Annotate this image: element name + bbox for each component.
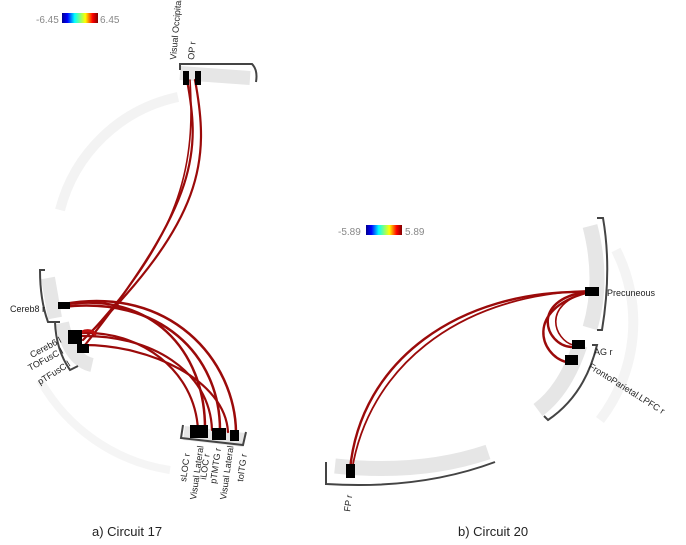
label-cereb8-r: Cereb8 r <box>10 304 45 314</box>
link-op-tofusc <box>81 78 203 342</box>
link-precuneous-fp-2 <box>351 290 586 471</box>
link-ptfusc-iloc <box>82 343 230 434</box>
node-ptfusc-l <box>77 344 89 353</box>
bracket-temporal <box>53 321 79 372</box>
ring-segment-cerebellum <box>41 276 62 320</box>
label-ptmtg-r: pTMTG r <box>208 447 223 484</box>
node-toitg-r <box>230 430 239 441</box>
label-sloc-r: sLOC r <box>178 453 192 483</box>
colorbar-a-min: -6.45 <box>36 15 59 26</box>
link-tofusc-ptmtg <box>80 334 214 432</box>
link-precuneous-ag-2 <box>555 291 589 346</box>
node-fp-r <box>346 464 355 478</box>
panel-b: -5.89 5.89 Precuneous AG r FrontoParieta… <box>325 217 666 539</box>
caption-a: a) Circuit 17 <box>92 524 162 539</box>
links-circuit-20 <box>348 290 589 472</box>
links-circuit-17 <box>60 78 238 434</box>
link-precuneous-fp <box>348 290 587 472</box>
label-op-r: OP r <box>186 41 198 60</box>
colorbar-a <box>62 13 98 23</box>
node-op-r-1 <box>183 71 189 85</box>
link-cereb8-toitg <box>62 299 238 434</box>
faint-ring-a-1 <box>55 92 180 212</box>
colorbar-a-max: 6.45 <box>100 15 120 26</box>
link-cereb6-local <box>80 329 97 336</box>
node-op-r-2 <box>195 71 201 85</box>
bracket-visual-lateral <box>179 424 247 447</box>
colorbar-b-min: -5.89 <box>338 227 361 238</box>
label-iloc-r: iLOC r <box>198 453 212 480</box>
colorbar-b <box>366 225 402 235</box>
colorbar-b-max: 5.89 <box>405 227 425 238</box>
bracket-frontoparietal <box>543 344 599 422</box>
label-precuneous: Precuneous <box>607 288 656 298</box>
faint-ring-b <box>596 247 639 424</box>
ring-segment-temporal <box>55 321 95 372</box>
caption-b: b) Circuit 20 <box>458 524 528 539</box>
label-ag-r: AG r <box>594 347 613 357</box>
label-visual-occipital: Visual Occipital <box>168 0 183 60</box>
bracket-cerebellum <box>38 269 54 323</box>
ring-segment-precuneous <box>582 224 605 331</box>
node-cereb8-r <box>58 302 70 309</box>
faint-ring-a-2 <box>36 378 171 474</box>
node-sloc-r <box>190 425 208 438</box>
link-tofusc-sloc <box>78 331 200 432</box>
link-cereb8-sloc <box>60 301 207 430</box>
node-iloc-r <box>212 428 226 440</box>
node-cereb6-l <box>68 330 82 344</box>
node-ag-r <box>572 340 585 349</box>
link-op-cereb6 <box>89 79 192 334</box>
node-frontoparietal-lpfc-r <box>565 355 578 365</box>
ring-segment-frontoparietal <box>533 342 588 417</box>
panel-a: -6.45 6.45 <box>10 0 258 539</box>
bracket-precuneous <box>597 217 609 331</box>
label-toitg-r: toITG r <box>235 453 249 482</box>
link-precuneous-ag <box>546 290 588 349</box>
bracket-visual-occipital <box>179 63 258 83</box>
bracket-fp <box>325 461 496 487</box>
node-precuneous <box>585 287 599 296</box>
ring-segment-fp <box>334 444 491 477</box>
label-fp-r: FP r <box>342 494 354 512</box>
ring-segment-visual-occipital <box>179 66 251 85</box>
